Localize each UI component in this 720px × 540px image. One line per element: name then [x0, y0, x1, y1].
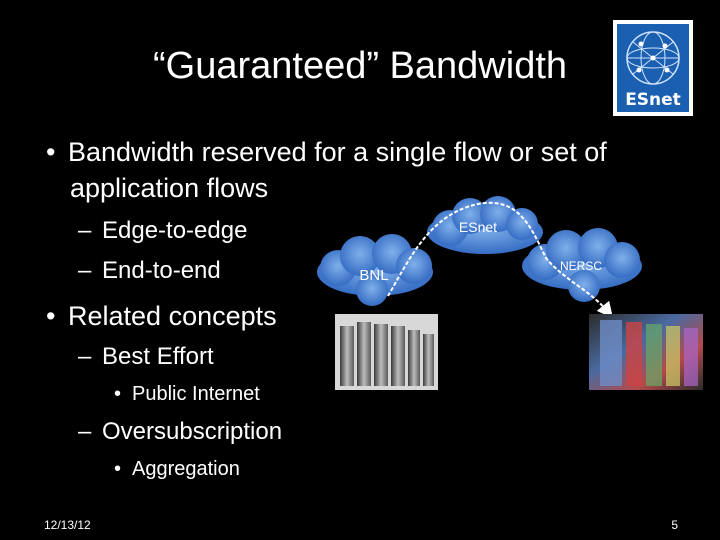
sub-sub-bullet-aggregation: •Aggregation	[114, 458, 240, 480]
sub-bullet-end: –End-to-end	[78, 257, 221, 284]
esnet-cloud	[427, 196, 543, 254]
sub-bullet-edge: –Edge-to-edge	[78, 217, 248, 244]
slide-title: “Guaranteed” Bandwidth	[152, 45, 568, 87]
bnl-cloud	[317, 234, 433, 306]
esnet-logo: ESnet	[613, 20, 693, 116]
esnet-cloud-label: ESnet	[459, 219, 497, 235]
sub-bullet-oversubscription-text: Oversubscription	[102, 418, 283, 445]
sub-bullet-best-effort: –Best Effort	[78, 343, 214, 370]
bullet-1-continuation: application flows	[70, 170, 268, 206]
sub-bullet-edge-text: Edge-to-edge	[102, 217, 248, 244]
bullet-1-text: Bandwidth reserved for a single flow or …	[68, 137, 607, 167]
sub-sub-bullet-public-internet: •Public Internet	[114, 383, 260, 405]
flow-path	[387, 201, 614, 319]
logo-text: ESnet	[625, 90, 681, 110]
bnl-datacenter-photo	[335, 314, 438, 390]
sub-bullet-best-effort-text: Best Effort	[102, 343, 214, 370]
slide-date: 12/13/12	[44, 518, 91, 532]
nersc-supercomputer-photo	[589, 314, 703, 390]
bullet-1: •Bandwidth reserved for a single flow or…	[46, 137, 607, 167]
bnl-cloud-label: BNL	[359, 267, 388, 284]
sub-bullet-end-text: End-to-end	[102, 257, 221, 284]
aggregation-text: Aggregation	[132, 458, 240, 480]
bullet-2: •Related concepts	[46, 301, 277, 331]
bullet-2-text: Related concepts	[68, 301, 277, 331]
slide-number: 5	[671, 518, 678, 532]
logo-background: ESnet	[617, 24, 689, 112]
bullet-1-text-cont: application flows	[70, 173, 269, 203]
globe-icon	[626, 31, 680, 85]
nersc-cloud	[522, 228, 642, 302]
nersc-cloud-label: NERSC	[560, 259, 602, 273]
sub-bullet-oversubscription: –Oversubscription	[78, 418, 283, 445]
public-internet-text: Public Internet	[132, 383, 260, 405]
